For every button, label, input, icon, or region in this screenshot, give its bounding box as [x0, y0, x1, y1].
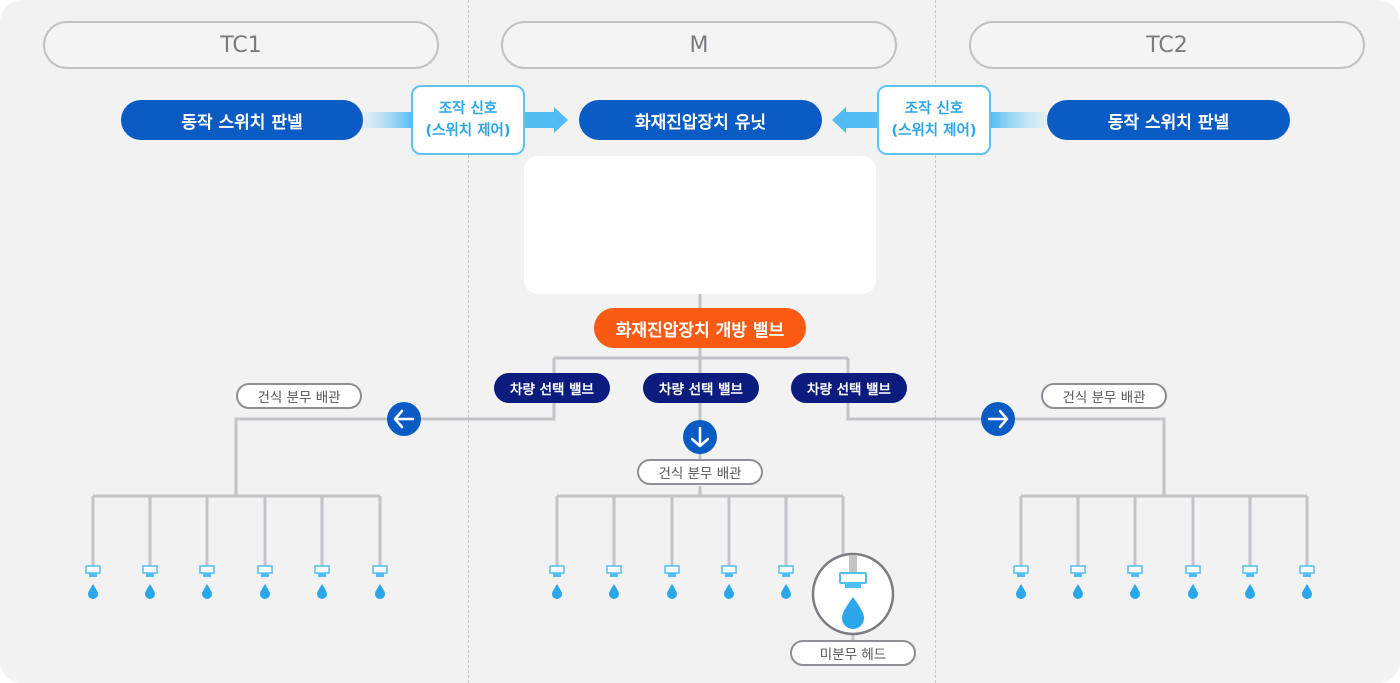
water-drop-icon: [88, 584, 98, 599]
nozzle-icon: [549, 565, 565, 599]
dry-pipe-label-center: 건식 분무 배관: [637, 459, 763, 485]
signal-line1: 조작 신호: [904, 101, 964, 117]
arrow-right-icon: [981, 402, 1015, 436]
water-drop-icon: [1302, 584, 1312, 599]
water-drop-icon: [781, 584, 791, 599]
water-drop-icon: [667, 584, 677, 599]
control-panel-left: 동작 스위치 판넬: [121, 100, 363, 140]
water-drop-icon: [1130, 584, 1140, 599]
cylinder-panel: [524, 156, 876, 294]
water-drop-icon: [724, 584, 734, 599]
signal-line2: (스위치 제어): [425, 123, 511, 139]
arrow-left-icon: [387, 402, 421, 436]
nozzle-icon: [1127, 565, 1143, 599]
nozzle-icon: [314, 565, 330, 599]
selection-valve-left: 차량 선택 밸브: [494, 373, 610, 403]
water-drop-icon: [260, 584, 270, 599]
car-label-tc1: TC1: [43, 21, 439, 69]
nozzle-icon: [372, 565, 388, 599]
signal-line2: (스위치 제어): [891, 123, 977, 139]
signal-line1: 조작 신호: [438, 101, 498, 117]
nozzle-icon: [142, 565, 158, 599]
open-valve: 화재진압장치 개방 밸브: [594, 308, 806, 348]
suppression-unit: 화재진압장치 유닛: [579, 100, 822, 140]
signal-flow-right-1: [990, 112, 1046, 128]
nozzle-icon: [85, 565, 101, 599]
control-panel-right: 동작 스위치 판넬: [1047, 100, 1290, 140]
signal-flow-right-2: [846, 112, 878, 128]
water-drop-icon: [1188, 584, 1198, 599]
water-drop-icon: [145, 584, 155, 599]
signal-arrowhead-left-icon: [832, 107, 846, 133]
water-drop-icon: [317, 584, 327, 599]
signal-box-right: 조작 신호 (스위치 제어): [877, 85, 991, 155]
signal-flow-left-1: [362, 112, 412, 128]
water-drop-icon: [552, 584, 562, 599]
water-drop-icon: [842, 597, 864, 629]
signal-box-left: 조작 신호 (스위치 제어): [411, 85, 525, 155]
water-drop-icon: [1245, 584, 1255, 599]
car-divider-right: [935, 0, 936, 683]
nozzle-icon: [1070, 565, 1086, 599]
nozzle-icon: [606, 565, 622, 599]
signal-arrowhead-right-icon: [554, 107, 568, 133]
nozzle-icon: [1299, 565, 1315, 599]
car-divider-left: [468, 0, 469, 683]
arrow-down-icon: [683, 420, 717, 454]
mist-head-detail: [811, 552, 895, 636]
nozzle-icon: [1013, 565, 1029, 599]
car-label-tc2: TC2: [969, 21, 1365, 69]
car-label-m: M: [501, 21, 897, 69]
dry-pipe-label-right: 건식 분무 배관: [1041, 383, 1167, 409]
selection-valve-right: 차량 선택 밸브: [791, 373, 907, 403]
water-drop-icon: [609, 584, 619, 599]
nozzle-icon: [721, 565, 737, 599]
water-drop-icon: [1073, 584, 1083, 599]
water-drop-icon: [202, 584, 212, 599]
selection-valve-center: 차량 선택 밸브: [643, 373, 759, 403]
nozzle-icon: [199, 565, 215, 599]
water-drop-icon: [1016, 584, 1026, 599]
water-drop-icon: [375, 584, 385, 599]
mist-head-label: 미분무 헤드: [790, 640, 916, 666]
nozzle-icon: [1185, 565, 1201, 599]
nozzle-icon: [1242, 565, 1258, 599]
nozzle-icon: [778, 565, 794, 599]
nozzle-icon: [257, 565, 273, 599]
nozzle-icon: [664, 565, 680, 599]
dry-pipe-label-left: 건식 분무 배관: [236, 383, 362, 409]
